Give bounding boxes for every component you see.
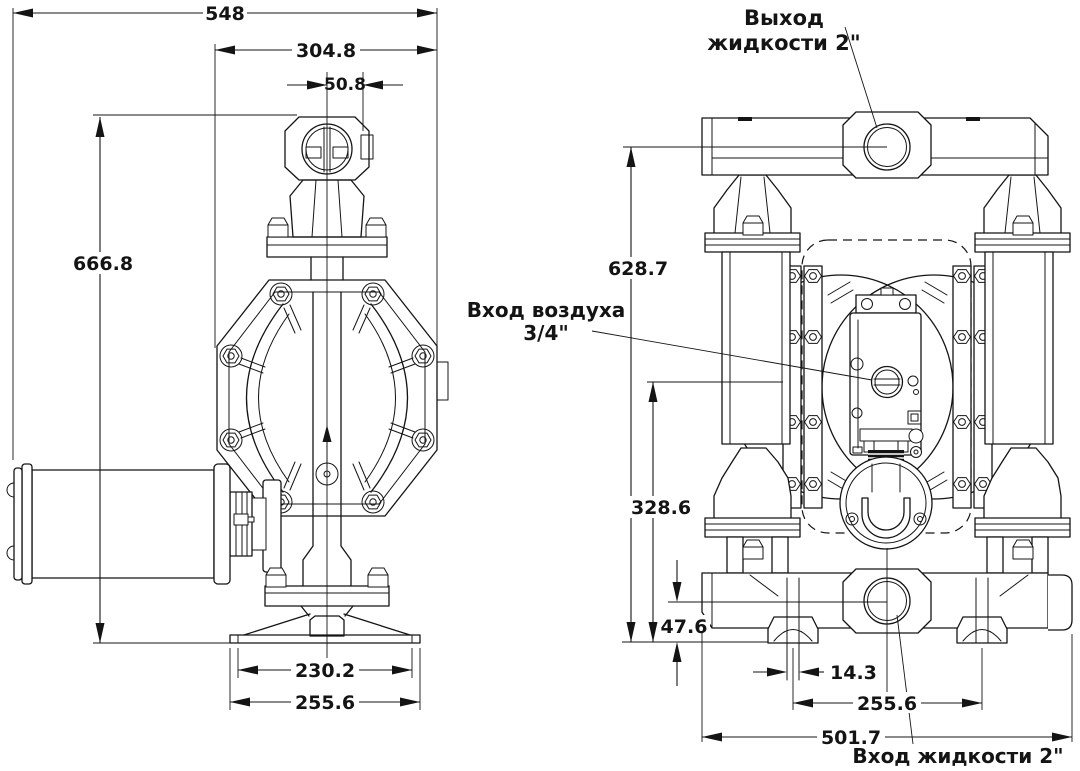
dim-text-666-8: 666.8 [73, 253, 133, 275]
flange-bolt [267, 217, 289, 238]
front-view-drawing: 628.7 328.6 47.6 [467, 6, 1073, 768]
air-inlet-leader [591, 330, 873, 381]
front-top-manifold [701, 111, 1049, 179]
side-view-drawing: 548 304.8 50.8 [6, 2, 449, 714]
dim-inlet-height: 47.6 [658, 560, 710, 686]
dim-foot-slot: 14.3 [753, 662, 877, 684]
front-right-tower [974, 174, 1071, 574]
dim-base-inner-side: 230.2 [238, 659, 412, 682]
inlet-leader [896, 614, 914, 745]
dim-text-230-2: 230.2 [295, 660, 355, 682]
side-clamp-frame [216, 279, 449, 517]
dim-overall-height-side: 666.8 [71, 117, 135, 643]
port-labels: Выход жидкости 2" Вход воздуха 3/4" Вход… [467, 6, 1064, 768]
leader-lines [591, 26, 914, 745]
side-outlet-port [284, 116, 374, 181]
inlet-label: Вход жидкости 2" [852, 744, 1063, 768]
dim-text-14-3: 14.3 [830, 662, 877, 684]
front-left-tower [704, 174, 801, 574]
dim-text-47-6: 47.6 [661, 616, 708, 638]
dim-body-width-side: 304.8 [215, 39, 437, 62]
dim-text-255-6-side: 255.6 [295, 692, 355, 714]
dim-text-50-8: 50.8 [324, 75, 366, 95]
outlet-leader [844, 26, 878, 129]
side-dimensions: 548 304.8 50.8 [12, 2, 438, 714]
dim-base-outer-side: 255.6 [230, 691, 420, 714]
dim-air-inlet-height: 328.6 [629, 382, 693, 642]
muffler-bolt [233, 513, 249, 526]
dim-outlet-height: 628.7 [606, 147, 670, 642]
side-bracket [436, 361, 449, 401]
dim-text-304-8: 304.8 [296, 40, 356, 62]
side-muffler [6, 463, 282, 585]
air-inlet-label-line1: Вход воздуха [467, 298, 626, 322]
dim-text-255-6-front: 255.6 [857, 693, 917, 715]
front-centerlines [623, 146, 888, 700]
side-base [93, 567, 421, 644]
dim-feet-spacing: 255.6 [792, 648, 983, 715]
bottom-right-bracket [1048, 574, 1073, 631]
outlet-label-line1: Выход [744, 6, 824, 30]
flow-arrow-icon [322, 425, 332, 442]
side-center-column [302, 291, 352, 587]
front-air-valve [849, 287, 924, 458]
front-muffler [839, 450, 933, 550]
dim-text-628-7: 628.7 [608, 258, 668, 280]
dim-overall-width-front: 501.7 [701, 632, 1073, 749]
front-dimensions: 628.7 328.6 47.6 [606, 147, 1073, 749]
flange-bolt [365, 217, 387, 238]
dim-port-offset-side: 50.8 [287, 74, 403, 95]
air-inlet-label-line2: 3/4" [523, 321, 569, 345]
outlet-port-boss [842, 111, 932, 179]
air-inlet-slot [873, 378, 901, 386]
dim-overall-width-side: 548 [13, 2, 437, 25]
outlet-label-line2: жидкости 2" [707, 31, 860, 55]
dim-text-548: 548 [205, 3, 245, 25]
dim-text-501-7: 501.7 [821, 727, 881, 749]
side-upper-manifold [266, 179, 388, 281]
dim-text-328-6: 328.6 [631, 497, 691, 519]
